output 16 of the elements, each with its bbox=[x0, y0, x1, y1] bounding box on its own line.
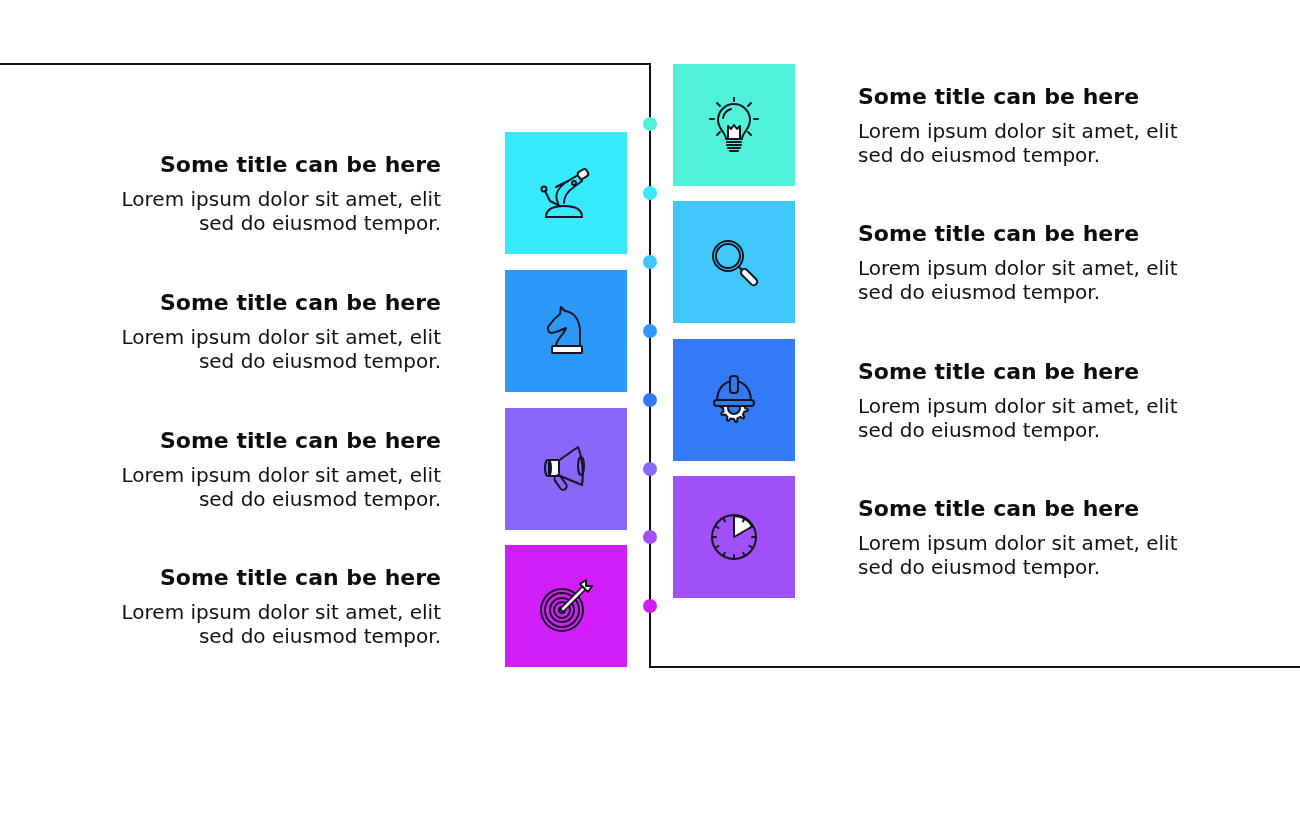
item-title: Some title can be here bbox=[159, 289, 441, 317]
item-title: Some title can be here bbox=[858, 220, 1140, 248]
item-description: Lorem ipsum dolor sit amet, elit sed do eiusmod tempor. bbox=[858, 119, 1179, 167]
item-title: Some title can be here bbox=[858, 83, 1140, 111]
item-description: Lorem ipsum dolor sit amet, elit sed do eiusmod tempor. bbox=[858, 531, 1179, 579]
item-description: Lorem ipsum dolor sit amet, elit sed do eiusmod tempor. bbox=[858, 394, 1179, 442]
item-title: Some title can be here bbox=[858, 495, 1140, 523]
item-title: Some title can be here bbox=[159, 151, 441, 179]
item-description: Lorem ipsum dolor sit amet, elit sed do eiusmod tempor. bbox=[858, 256, 1179, 304]
item-description: Lorem ipsum dolor sit amet, elit sed do eiusmod tempor. bbox=[120, 463, 441, 511]
item-title: Some title can be here bbox=[858, 358, 1140, 386]
item-description: Lorem ipsum dolor sit amet, elit sed do eiusmod tempor. bbox=[120, 187, 441, 235]
item-title: Some title can be here bbox=[159, 427, 441, 455]
item-description: Lorem ipsum dolor sit amet, elit sed do eiusmod tempor. bbox=[120, 600, 441, 648]
item-description: Lorem ipsum dolor sit amet, elit sed do eiusmod tempor. bbox=[120, 325, 441, 373]
item-title: Some title can be here bbox=[159, 564, 441, 592]
